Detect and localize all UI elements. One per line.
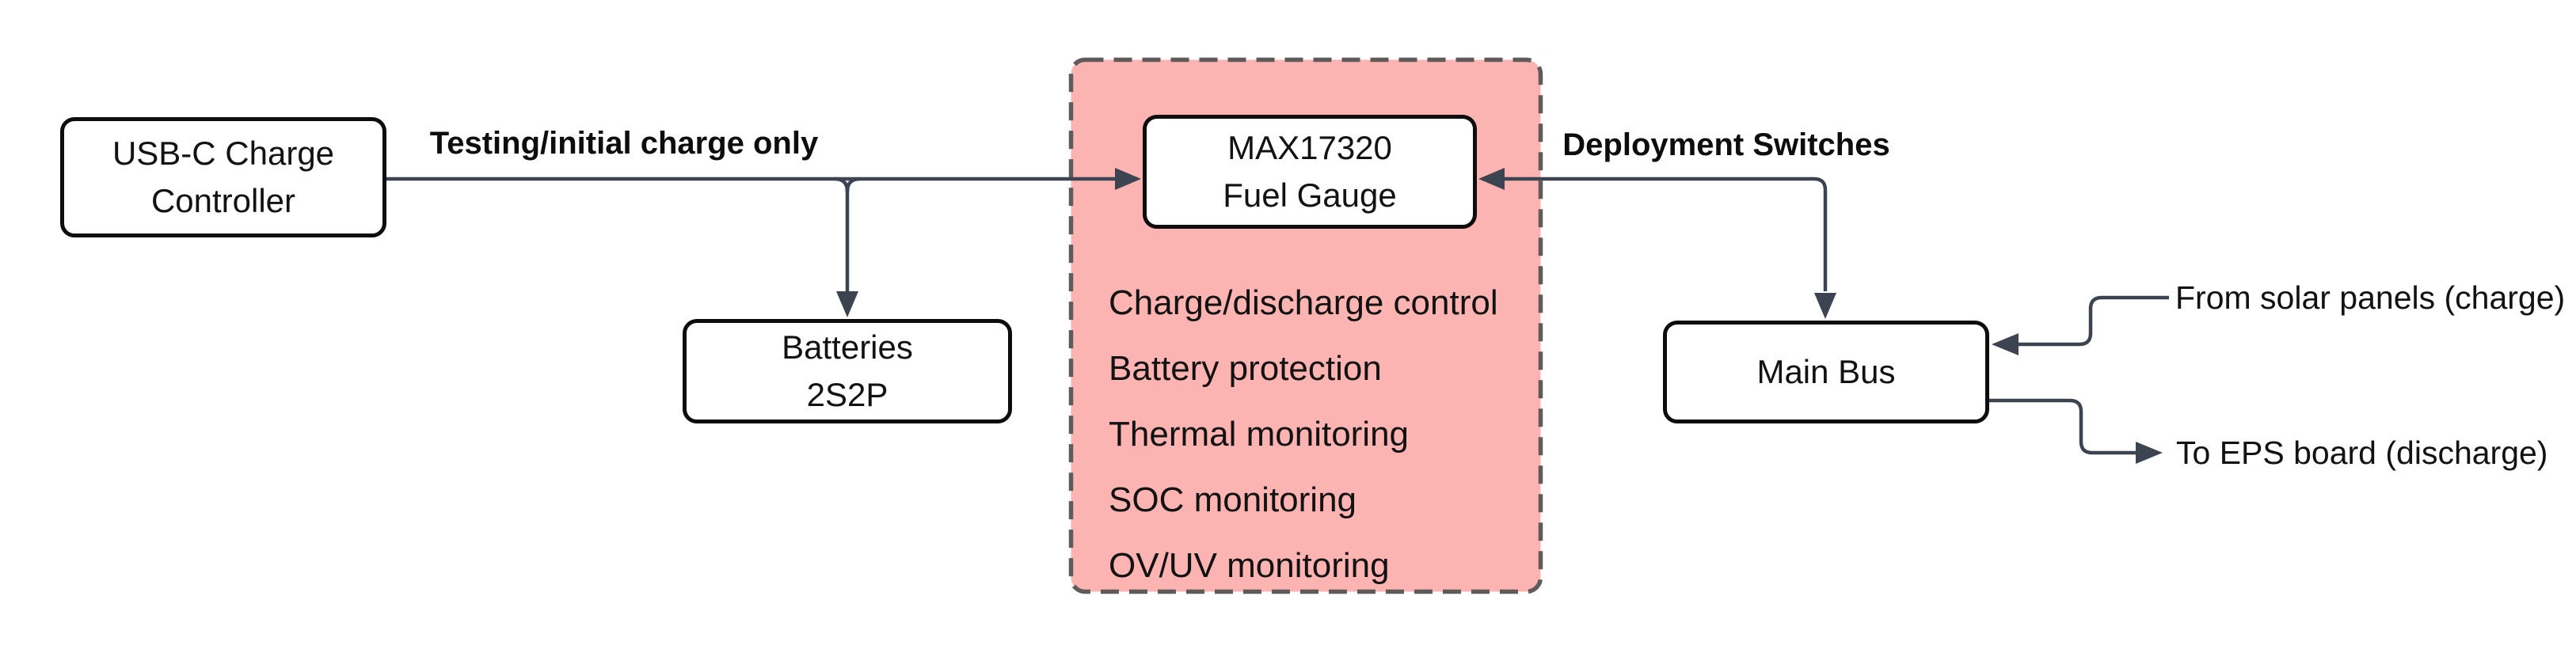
fuel-gauge-label-line1: MAX17320 (1227, 129, 1392, 166)
usb-charge-controller-label-line1: USB-C Charge (112, 135, 335, 172)
edge-label-testing-initial-charge: Testing/initial charge only (429, 126, 819, 161)
feature-ov-uv-monitoring: OV/UV monitoring (1109, 546, 1390, 585)
fuel-gauge-label-line2: Fuel Gauge (1223, 177, 1397, 214)
main-bus-label: Main Bus (1756, 353, 1896, 390)
junction-fillet-right (845, 177, 861, 192)
arrowhead-into-fuel-gauge-left-icon (1115, 168, 1141, 190)
usb-charge-controller-label-line2: Controller (150, 182, 296, 219)
node-usb-charge-controller: USB-C Charge Controller (60, 117, 386, 237)
feature-charge-discharge-control: Charge/discharge control (1109, 283, 1498, 322)
arrowhead-into-batteries-icon (836, 291, 858, 317)
junction-fillet-left (834, 177, 850, 192)
arrowhead-to-eps-icon (2136, 442, 2163, 464)
feature-battery-protection: Battery protection (1109, 349, 1382, 388)
annotation-to-eps-board: To EPS board (discharge) (2176, 435, 2548, 471)
batteries-label-line1: Batteries (782, 328, 913, 366)
edge-label-deployment-switches: Deployment Switches (1562, 127, 1890, 162)
fuel-gauge-feature-list: Charge/discharge control Battery protect… (1109, 270, 1536, 598)
node-main-bus: Main Bus (1663, 321, 1989, 423)
arrowhead-into-fuel-gauge-right-icon (1478, 168, 1505, 190)
node-batteries: Batteries 2S2P (683, 319, 1012, 423)
node-fuel-gauge: MAX17320 Fuel Gauge (1143, 115, 1477, 229)
edge-solar-to-main-bus (2019, 295, 2169, 347)
annotation-from-solar-panels: From solar panels (charge) (2175, 279, 2566, 316)
feature-thermal-monitoring: Thermal monitoring (1109, 415, 1410, 454)
feature-soc-monitoring: SOC monitoring (1109, 480, 1357, 519)
batteries-label-line2: 2S2P (806, 376, 888, 413)
edge-fuel-gauge-to-main-bus (1505, 177, 1828, 291)
edge-main-bus-to-eps (1989, 398, 2136, 455)
arrowhead-into-main-bus-top-icon (1814, 293, 1836, 319)
arrowhead-into-main-bus-right-icon (1992, 333, 2019, 355)
